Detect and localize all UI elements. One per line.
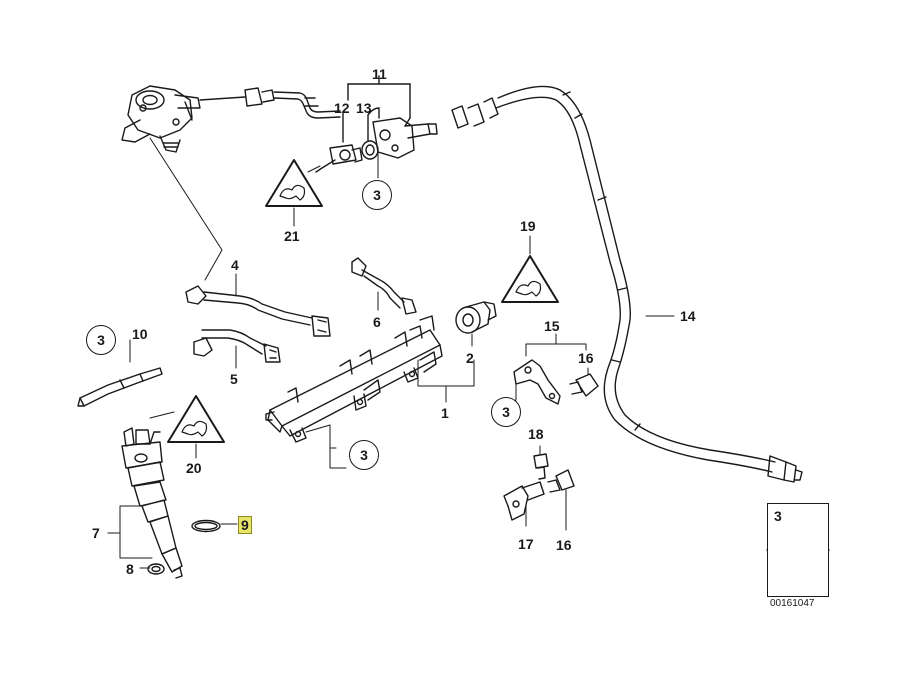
leader-20 — [149, 411, 175, 419]
part-2-sensor — [455, 301, 497, 334]
label-part-7: 7 — [92, 525, 100, 541]
part-6-line — [351, 257, 417, 315]
label-part-18: 18 — [528, 426, 544, 442]
label-part-5: 5 — [230, 371, 238, 387]
label-part-17: 17 — [518, 536, 534, 552]
circled-ref-3-top: 3 — [362, 180, 392, 210]
legend-part-3: 3 — [774, 508, 782, 524]
circled-ref-3-left: 3 — [86, 325, 116, 355]
label-part-10: 10 — [132, 326, 148, 342]
document-number: 00161047 — [770, 598, 815, 609]
label-part-9: 9 — [238, 516, 252, 534]
part-15-bracket — [513, 359, 599, 405]
label-part-19: 19 — [520, 218, 536, 234]
leader-rail-3 — [305, 424, 347, 469]
part-5-line — [193, 329, 281, 363]
label-part-1: 1 — [441, 405, 449, 421]
label-part-2: 2 — [466, 350, 474, 366]
legend-box — [767, 503, 829, 597]
warning-triangle-icon — [501, 255, 559, 303]
part-16-clip — [547, 469, 575, 493]
label-part-13: 13 — [356, 100, 372, 116]
part-14-line — [451, 85, 803, 483]
label-part-21: 21 — [284, 228, 300, 244]
label-part-14: 14 — [680, 308, 696, 324]
part-1-fuel-rail — [265, 315, 443, 443]
leader-7 — [119, 505, 153, 559]
warning-triangle-icon — [167, 395, 225, 443]
part-8-seal — [147, 563, 165, 575]
warning-triangle-icon — [265, 159, 323, 207]
leader-pump-4 — [149, 137, 223, 281]
leader-21-12 — [307, 165, 321, 173]
label-part-20: 20 — [186, 460, 202, 476]
label-part-11: 11 — [372, 66, 387, 82]
part-18-bolt — [533, 453, 549, 480]
label-part-12: 12 — [334, 100, 350, 116]
part-4-line — [185, 285, 331, 337]
part-9-ring — [191, 519, 221, 533]
high-pressure-pump — [121, 85, 201, 153]
part-11-assembly — [315, 75, 438, 173]
label-part-16-lower: 16 — [556, 537, 572, 553]
part-7-injector — [121, 427, 183, 579]
part-10-shield — [77, 367, 163, 407]
pump-feed-line — [199, 87, 341, 119]
label-part-4: 4 — [231, 257, 239, 273]
label-part-16-upper: 16 — [578, 350, 594, 366]
label-part-6: 6 — [373, 314, 381, 330]
part-17-bracket — [503, 481, 545, 521]
label-part-15: 15 — [544, 318, 560, 334]
leader-15 — [525, 343, 587, 357]
circled-ref-3-bracket: 3 — [491, 397, 521, 427]
circled-ref-3-rail: 3 — [349, 440, 379, 470]
label-part-8: 8 — [126, 561, 134, 577]
